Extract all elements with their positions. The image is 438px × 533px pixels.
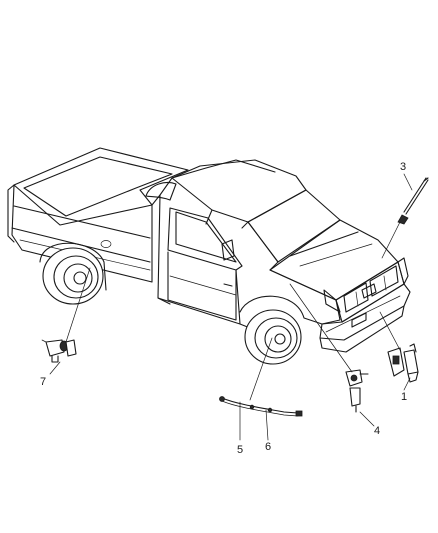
callout-3: 3: [400, 161, 406, 173]
truck-front: [235, 219, 411, 353]
leader-lines: [49, 173, 413, 441]
truck-cab: [145, 159, 341, 325]
callout-labels: 3 1 4 5 6 7: [40, 161, 407, 456]
sensor-part-1: [387, 343, 419, 383]
sensor-part-4: [345, 369, 369, 413]
callout-5: 5: [237, 444, 243, 456]
rear-wheel: [42, 247, 104, 305]
front-wheel: [244, 309, 302, 365]
wire-harness-part: [219, 396, 303, 417]
callout-7: 7: [40, 376, 46, 388]
sensor-part-7: [41, 339, 77, 363]
callout-1: 1: [401, 391, 407, 403]
callout-4: 4: [374, 425, 380, 437]
callout-6: 6: [265, 441, 271, 453]
antenna-part: [397, 177, 429, 225]
